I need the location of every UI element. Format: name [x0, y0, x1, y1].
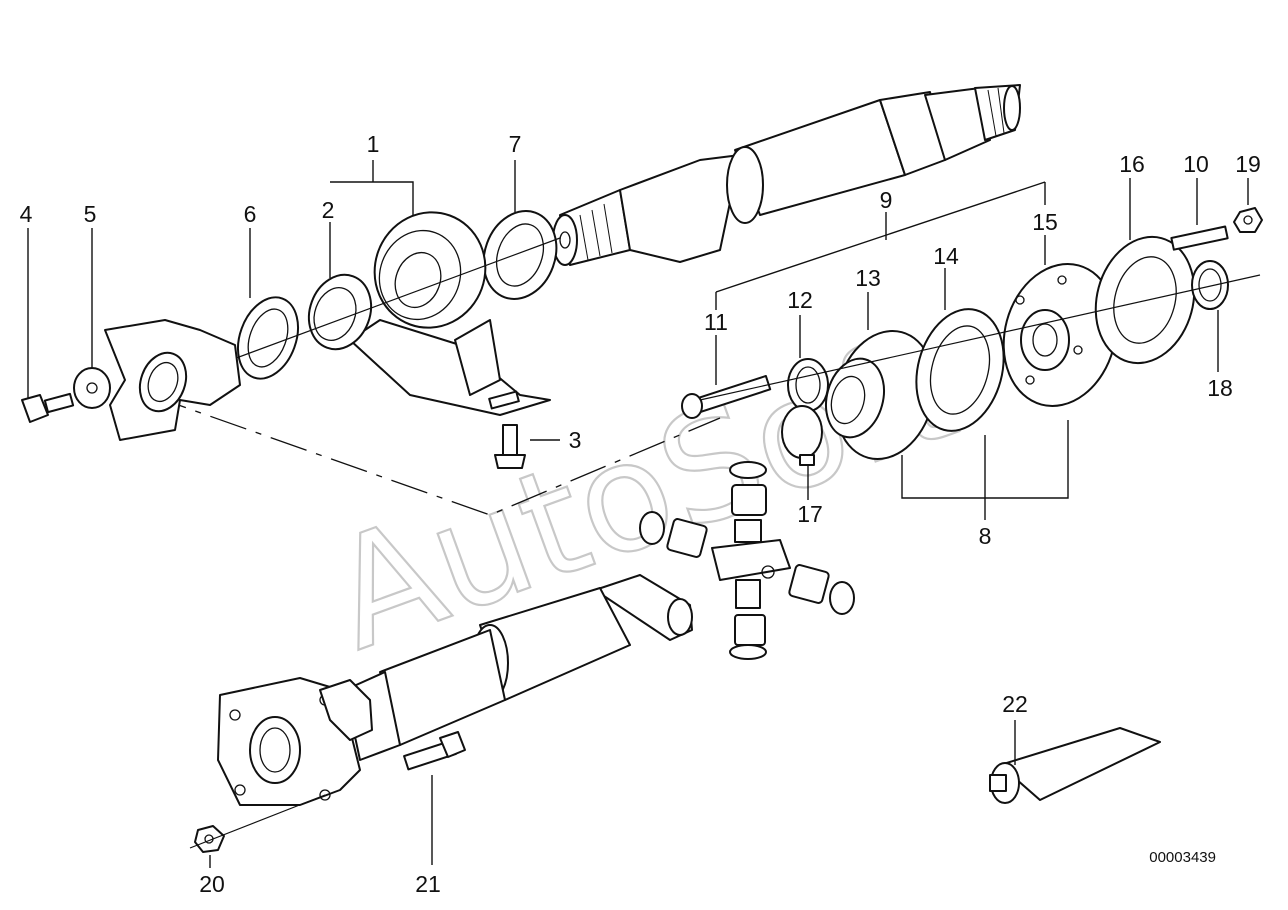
- part-2-bearing: [307, 273, 373, 351]
- callout-4: 4: [20, 201, 33, 227]
- callout-labels: 1 2 3 4 5 6 7 8 9 10 11 12 13 14 15 16 1…: [20, 131, 1261, 897]
- callout-2: 2: [322, 197, 335, 223]
- part-7-dust-cover: [482, 210, 558, 300]
- part-10-stud: [1170, 225, 1229, 251]
- part-3-bolt: [494, 424, 526, 469]
- alignment-dashed-line: [149, 394, 721, 516]
- callout-22: 22: [1002, 691, 1028, 717]
- callout-6: 6: [244, 201, 257, 227]
- callout-17: 17: [797, 501, 823, 527]
- callout-7: 7: [509, 131, 522, 157]
- disc-axis-line: [699, 274, 1261, 401]
- part-4-bolt: [21, 392, 75, 423]
- callout-14: 14: [933, 243, 959, 269]
- callout-9: 9: [880, 187, 893, 213]
- drawing-code: 00003439: [1149, 849, 1216, 866]
- part-1-center-bearing: [349, 211, 551, 416]
- universal-joint: [639, 461, 855, 660]
- part-6-seal-ring: [237, 296, 299, 380]
- callout-19: 19: [1235, 151, 1261, 177]
- callout-16: 16: [1119, 151, 1145, 177]
- callout-8: 8: [979, 523, 992, 549]
- nut-axis-line: [189, 794, 326, 849]
- rear-shaft-lower: [217, 574, 693, 806]
- part-16-centering-plate: [1094, 235, 1196, 365]
- callout-3: 3: [569, 427, 582, 453]
- callout-10: 10: [1183, 151, 1209, 177]
- callout-11: 11: [704, 309, 728, 335]
- callout-1: 1: [367, 131, 380, 157]
- callout-21: 21: [415, 871, 441, 897]
- part-12-clip: [787, 358, 829, 412]
- part-19-nut: [1233, 207, 1263, 233]
- callout-12: 12: [787, 287, 813, 313]
- leader-lines: [27, 160, 1249, 868]
- part-14-disc-plate: [915, 308, 1005, 432]
- front-shaft-upper: [552, 84, 1021, 266]
- part-11-bolt: [681, 374, 772, 419]
- part-18-clamp: [1191, 260, 1229, 310]
- callout-13: 13: [855, 265, 881, 291]
- part-5-yoke: [73, 319, 241, 441]
- part-17-clip: [781, 405, 823, 466]
- callout-15: 15: [1032, 209, 1058, 235]
- part-13-flange: [825, 329, 936, 461]
- callout-20: 20: [199, 871, 225, 897]
- part-15-flex-disc: [1002, 263, 1118, 407]
- callout-18: 18: [1207, 375, 1233, 401]
- part-22-grease-tube: [989, 727, 1161, 804]
- callout-5: 5: [84, 201, 97, 227]
- part-20-nut: [194, 825, 225, 853]
- part-21-bolt: [403, 731, 466, 771]
